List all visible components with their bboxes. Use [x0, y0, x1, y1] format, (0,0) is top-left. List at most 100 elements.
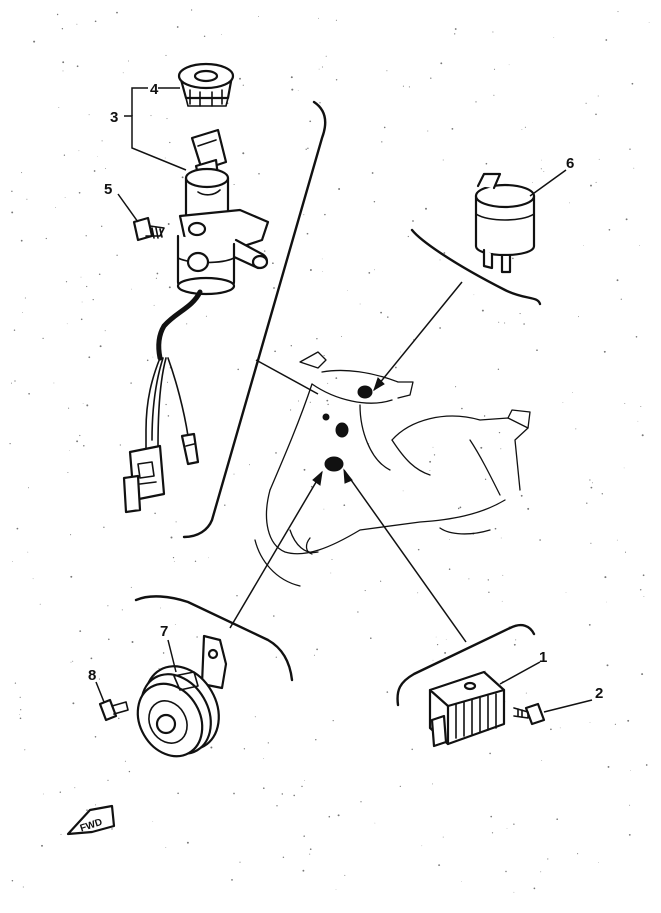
callout-2: 2	[595, 685, 603, 702]
paper-speck	[303, 468, 306, 471]
paper-speck	[430, 77, 432, 79]
paper-speck	[635, 336, 638, 338]
paper-speck	[330, 572, 332, 574]
paper-speck	[61, 28, 64, 30]
paper-speck	[569, 202, 570, 204]
paper-speck	[547, 858, 549, 860]
scooter-outline	[254, 351, 531, 587]
paper-speck	[95, 804, 97, 806]
paper-speck	[321, 66, 324, 68]
paper-speck	[11, 211, 14, 214]
paper-speck	[381, 141, 383, 143]
paper-speck	[616, 279, 619, 282]
paper-speck	[267, 742, 269, 744]
paper-speck	[118, 717, 120, 720]
paper-speck	[590, 542, 592, 544]
paper-speck	[519, 313, 521, 315]
paper-speck	[309, 401, 311, 403]
paper-speck	[174, 624, 176, 625]
callout-8: 8	[88, 667, 96, 684]
main-switch-leader-line	[124, 115, 187, 171]
paper-speck	[502, 574, 504, 576]
regulator-bolt-part	[513, 702, 546, 726]
paper-speck	[374, 269, 375, 271]
paper-speck	[335, 888, 337, 890]
paper-speck	[631, 82, 634, 85]
paper-speck	[281, 793, 284, 795]
paper-speck	[541, 159, 542, 161]
paper-speck	[306, 232, 309, 235]
paper-speck	[490, 815, 493, 818]
paper-speck	[417, 592, 419, 594]
paper-speck	[107, 779, 109, 781]
paper-speck	[177, 792, 179, 795]
paper-speck	[525, 692, 527, 694]
paper-speck	[332, 720, 334, 722]
paper-speck	[402, 490, 404, 492]
paper-speck	[408, 86, 410, 88]
paper-speck	[386, 70, 388, 72]
paper-speck	[578, 316, 579, 318]
paper-speck	[603, 350, 606, 353]
paper-speck	[98, 273, 101, 276]
paper-speck	[62, 70, 64, 72]
paper-speck	[624, 551, 627, 553]
paper-speck	[58, 107, 60, 108]
paper-speck	[80, 318, 83, 321]
paper-speck	[429, 460, 432, 463]
paper-speck	[27, 551, 29, 553]
paper-speck	[42, 793, 44, 795]
paper-speck	[539, 539, 541, 541]
paper-speck	[111, 828, 113, 830]
paper-speck	[81, 301, 83, 303]
paper-speck	[577, 853, 579, 855]
paper-speck	[445, 639, 447, 640]
paper-speck	[498, 321, 500, 323]
paper-speck	[186, 323, 188, 325]
paper-speck	[24, 749, 26, 751]
paper-speck	[532, 182, 533, 183]
paper-speck	[282, 856, 285, 859]
paper-speck	[387, 316, 389, 318]
paper-speck	[417, 548, 420, 551]
paper-speck	[624, 403, 626, 405]
paper-speck	[297, 89, 299, 91]
paper-speck	[459, 506, 462, 509]
paper-speck	[505, 870, 507, 873]
paper-speck	[233, 792, 235, 795]
paper-speck	[190, 9, 193, 11]
paper-speck	[76, 23, 78, 25]
paper-speck	[103, 526, 105, 528]
paper-speck	[640, 406, 642, 408]
paper-speck	[150, 115, 152, 117]
paper-speck	[335, 377, 338, 379]
paper-speck	[41, 844, 43, 847]
paper-speck	[90, 657, 93, 660]
paper-speck	[359, 303, 361, 305]
paper-speck	[429, 470, 431, 471]
paper-speck	[122, 72, 124, 74]
paper-speck	[380, 311, 382, 314]
paper-speck	[527, 507, 530, 510]
paper-speck	[45, 237, 47, 240]
paper-speck	[316, 338, 318, 340]
paper-speck	[629, 804, 631, 806]
paper-speck	[562, 402, 564, 404]
paper-speck	[497, 368, 500, 370]
paper-speck	[307, 147, 309, 150]
paper-speck	[205, 315, 207, 317]
paper-speck	[433, 454, 436, 456]
paper-speck	[152, 821, 154, 822]
paper-speck	[494, 527, 497, 530]
paper-speck	[68, 407, 70, 409]
paper-speck	[590, 184, 592, 187]
paper-speck	[373, 200, 376, 203]
paper-speck	[607, 765, 610, 768]
paper-texture	[9, 9, 650, 893]
paper-speck	[39, 603, 41, 605]
paper-speck	[263, 250, 266, 252]
paper-speck	[85, 235, 87, 237]
paper-speck	[642, 574, 645, 577]
paper-speck	[162, 652, 165, 654]
paper-speck	[513, 823, 515, 825]
